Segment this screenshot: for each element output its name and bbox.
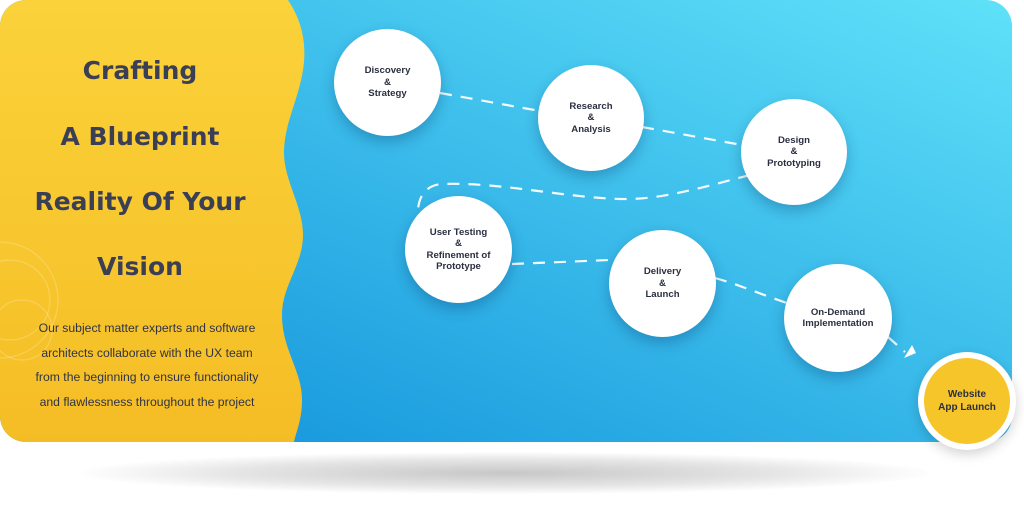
step-label: Website [947,389,987,400]
step-label: Launch [645,289,680,301]
step-label: Design [778,134,810,146]
heading-line-4: Vision [97,252,183,281]
step-label: Prototype [436,261,481,272]
step-label: App Launch [938,402,996,413]
description-line: from the beginning to ensure functionali… [35,370,259,384]
step-user-testing: User Testing & Refinement of Prototype [405,196,512,303]
description-line: architects collaborate with the UX team [41,345,253,360]
description: Our subject matter experts and software … [22,316,272,414]
step-discovery-strategy: Discovery & Strategy [334,29,441,136]
step-label: Implementation [802,318,874,329]
panel-background [0,0,1012,442]
step-label: & [790,146,798,158]
step-label: & [455,238,462,249]
step-label: Strategy [368,88,407,100]
step-website-app-launch: Website App Launch [918,352,1016,450]
step-label: & [587,112,595,124]
connector-path [416,91,906,353]
step-label: & [659,277,666,289]
step-delivery-launch: Delivery & Launch [609,230,716,337]
step-label: User Testing [429,226,488,238]
arrow-head-icon [904,345,916,358]
step-design-prototyping: Design & Prototyping [741,99,847,205]
yellow-wave-area [0,0,305,442]
infographic-panel: Crafting A Blueprint Reality Of Your Vis… [0,0,1012,442]
step-label: Research [569,100,613,112]
step-research-analysis: Research & Analysis [538,65,644,171]
description-line: and flawlessness throughout the project [39,394,255,409]
step-label: Discovery [364,65,411,77]
heading-line-3: Reality Of Your [34,187,246,216]
step-label: & [384,76,391,88]
step-label: Analysis [571,123,611,135]
step-on-demand-implementation: On-Demand Implementation [784,264,892,372]
launch-badge: Website App Launch [924,358,1010,444]
heading-line-2: A Blueprint [60,122,220,151]
step-label: On-Demand [810,306,866,318]
step-label: Refinement of [426,249,491,261]
step-label: Prototyping [767,157,821,169]
decorative-circles [0,241,59,361]
panel-shadow [80,452,930,494]
step-label: Delivery [643,266,682,278]
heading-line-1: Crafting [82,56,198,85]
description-line: Our subject matter experts and software [38,321,256,335]
